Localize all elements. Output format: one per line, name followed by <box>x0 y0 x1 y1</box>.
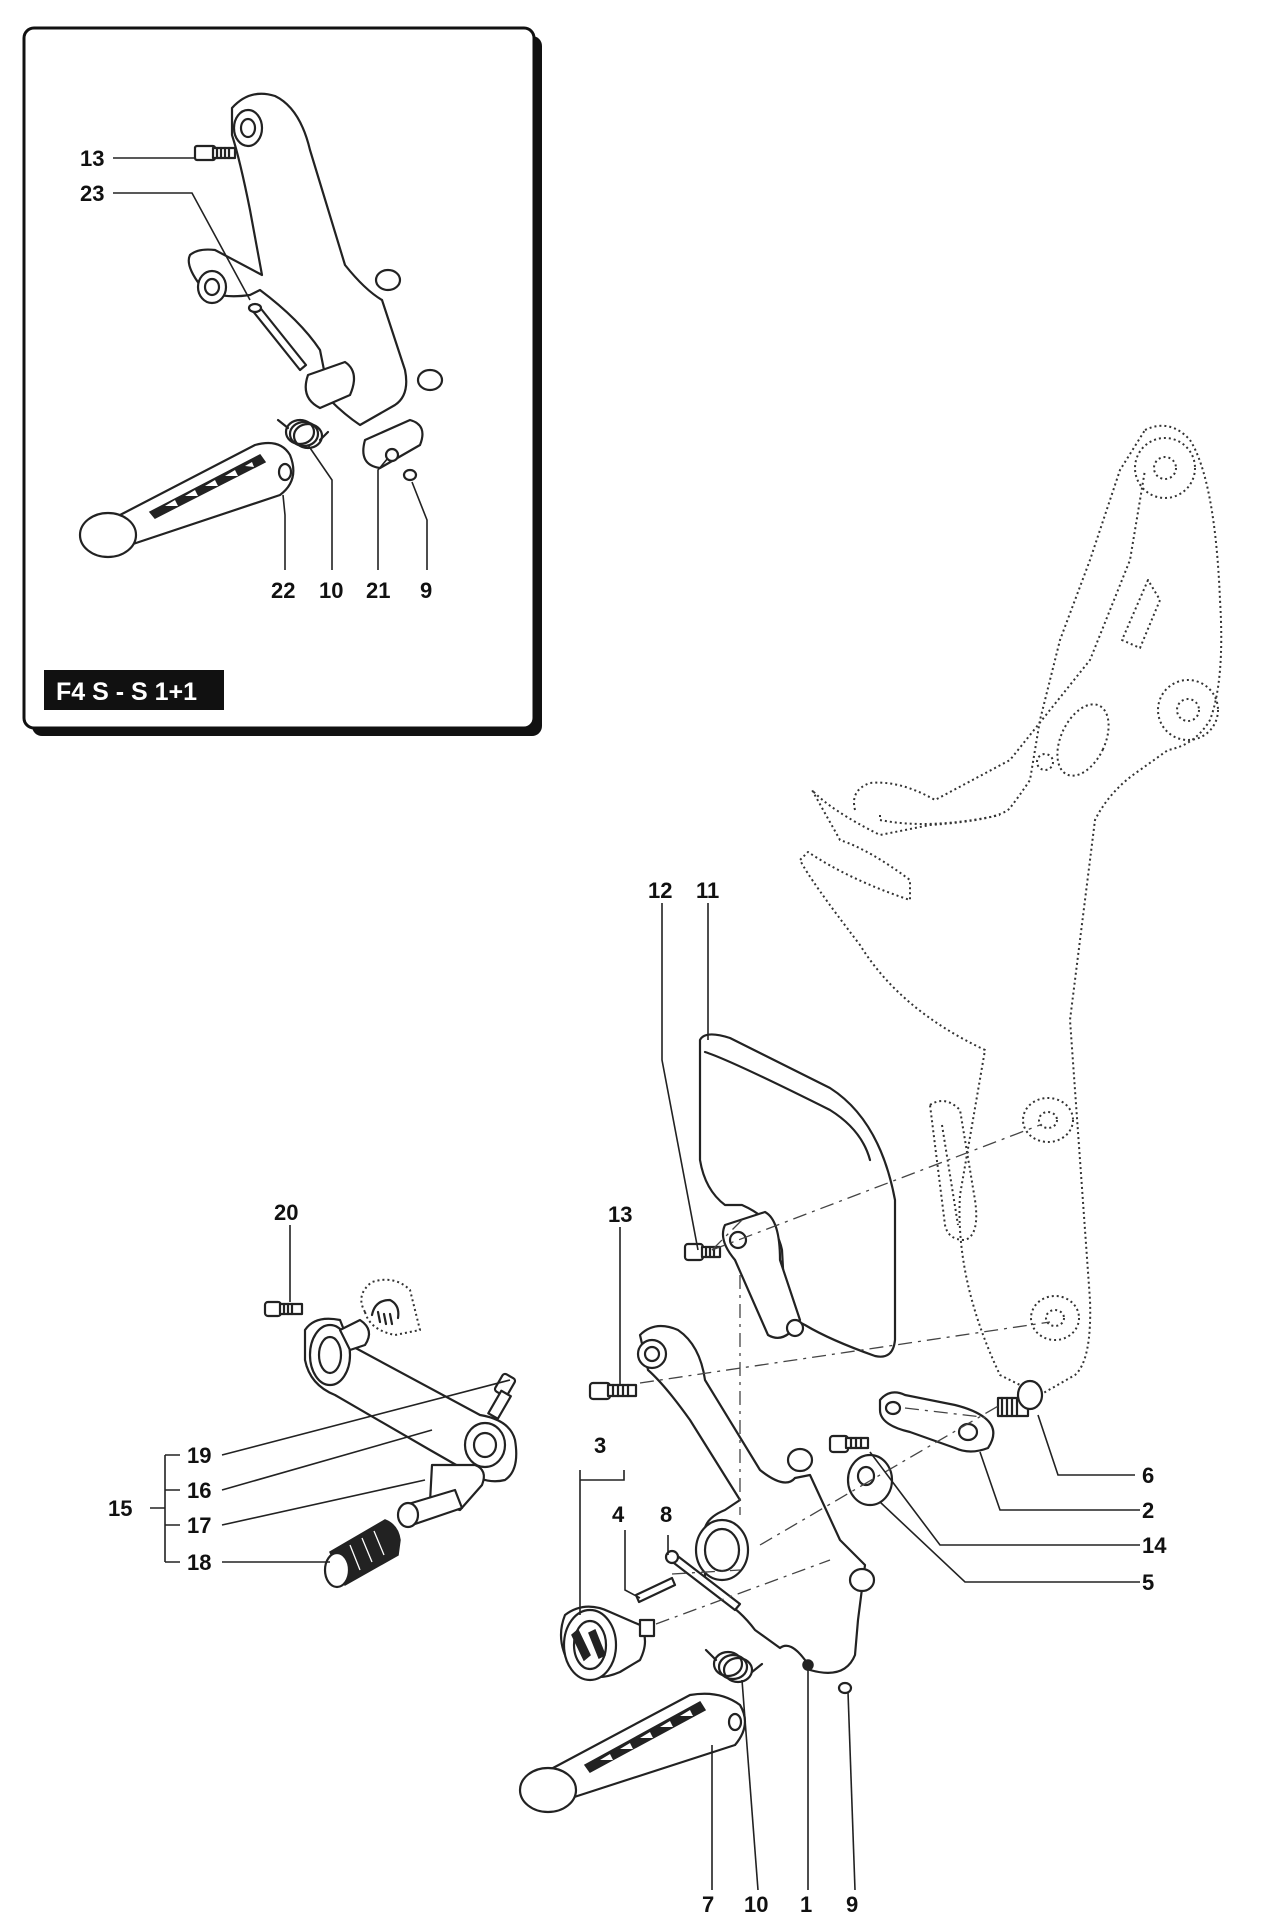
inset-spring-10 <box>276 418 330 450</box>
washer-5 <box>846 1453 894 1507</box>
inset-footrest-bracket <box>187 92 444 470</box>
label-16: 16 <box>187 1478 211 1503</box>
rubber-grip-18 <box>323 1519 401 1589</box>
spacer-6 <box>996 1379 1044 1418</box>
label-4: 4 <box>612 1502 625 1527</box>
inset-leader-21 <box>377 457 389 570</box>
pin-4 <box>634 1576 677 1604</box>
inset-label-22: 22 <box>271 578 295 603</box>
inset-foot-peg-22 <box>78 441 295 559</box>
label-6: 6 <box>1142 1463 1154 1488</box>
label-14: 14 <box>1142 1533 1167 1558</box>
label-9: 9 <box>846 1892 858 1917</box>
footrest-bracket <box>636 1324 876 1674</box>
label-8: 8 <box>660 1502 672 1527</box>
heel-guard <box>698 1033 897 1358</box>
label-3: 3 <box>594 1433 606 1458</box>
inset-leader-22 <box>282 494 286 570</box>
label-2: 2 <box>1142 1498 1154 1523</box>
spring-10 <box>704 1648 764 1684</box>
inset-circlip-9 <box>402 468 418 482</box>
label-13: 13 <box>608 1202 632 1227</box>
pin-8 <box>664 1549 742 1612</box>
inset-label-13: 13 <box>80 146 104 171</box>
inset-leader-9 <box>411 481 428 570</box>
inset-label-9: 9 <box>420 578 432 603</box>
label-10: 10 <box>744 1892 768 1917</box>
screw-14 <box>828 1434 870 1454</box>
label-11: 11 <box>696 878 719 903</box>
label-12: 12 <box>648 878 672 903</box>
lever-pin-17 <box>396 1463 485 1529</box>
frame-outline <box>799 424 1223 1396</box>
circlip-9 <box>837 1681 853 1695</box>
inset-bolt-13 <box>193 144 237 162</box>
bolt-13 <box>588 1381 638 1401</box>
inset-label-21: 21 <box>366 578 390 603</box>
inset-label-10: 10 <box>319 578 343 603</box>
inset-label-23: 23 <box>80 181 104 206</box>
screw-12 <box>683 1242 722 1262</box>
label-7: 7 <box>702 1892 714 1917</box>
bolt-20 <box>263 1300 304 1318</box>
label-19: 19 <box>187 1443 211 1468</box>
label-15: 15 <box>108 1496 132 1521</box>
inset-panel: 13 23 22 10 21 9 F4 S - S 1+1 <box>22 26 542 736</box>
model-badge: F4 S - S 1+1 <box>44 670 224 710</box>
bolt-19 <box>487 1372 517 1420</box>
foot-peg-7 <box>518 1692 747 1814</box>
model-badge-text: F4 S - S 1+1 <box>56 678 197 706</box>
leader-lines <box>150 903 1140 1891</box>
gearbox-shaft <box>360 1278 421 1336</box>
assembly-axes <box>639 1124 1051 1625</box>
label-1: 1 <box>800 1892 812 1917</box>
rubber-plug-3 <box>559 1605 656 1682</box>
inset-leader-10 <box>307 444 333 570</box>
inset-leader-23 <box>113 192 251 301</box>
gear-change-lever <box>303 1317 518 1483</box>
label-18: 18 <box>187 1550 211 1575</box>
inset-pin-23 <box>247 302 308 372</box>
label-20: 20 <box>274 1200 298 1225</box>
label-17: 17 <box>187 1513 211 1538</box>
label-5: 5 <box>1142 1570 1154 1595</box>
